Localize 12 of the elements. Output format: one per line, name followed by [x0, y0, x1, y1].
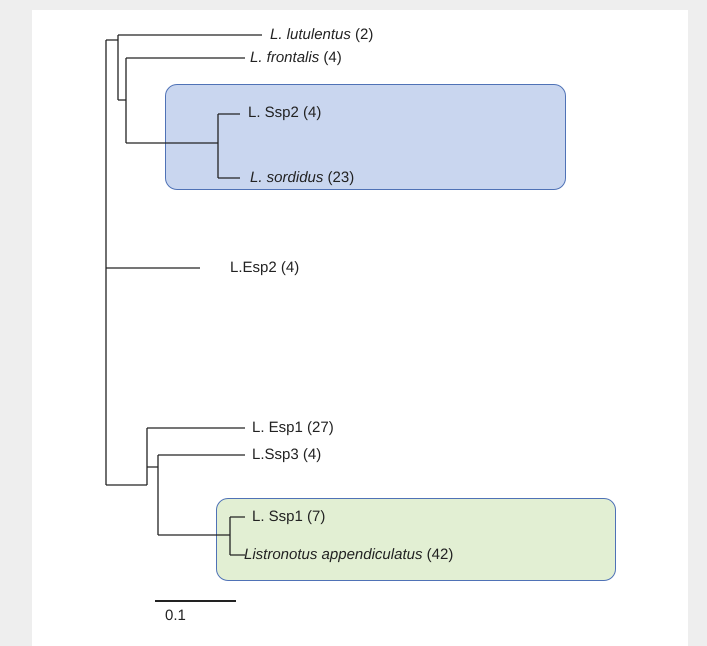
taxon-label: L. Esp1 (27)	[252, 419, 334, 437]
taxon-label: L.Esp2 (4)	[230, 259, 300, 277]
taxon-label: L. frontalis (4)	[250, 49, 342, 67]
taxon-label: L.Ssp3 (4)	[252, 446, 322, 464]
taxon-label: L. lutulentus (2)	[270, 26, 374, 44]
clade-highlight	[165, 84, 566, 190]
taxon-label: Listronotus appendiculatus (42)	[244, 546, 454, 564]
scale-label: 0.1	[165, 607, 186, 625]
taxon-label: L. Ssp1 (7)	[252, 508, 326, 526]
taxon-label: L. Ssp2 (4)	[248, 104, 322, 122]
clade-highlight	[216, 498, 616, 581]
taxon-label: L. sordidus (23)	[250, 169, 354, 187]
